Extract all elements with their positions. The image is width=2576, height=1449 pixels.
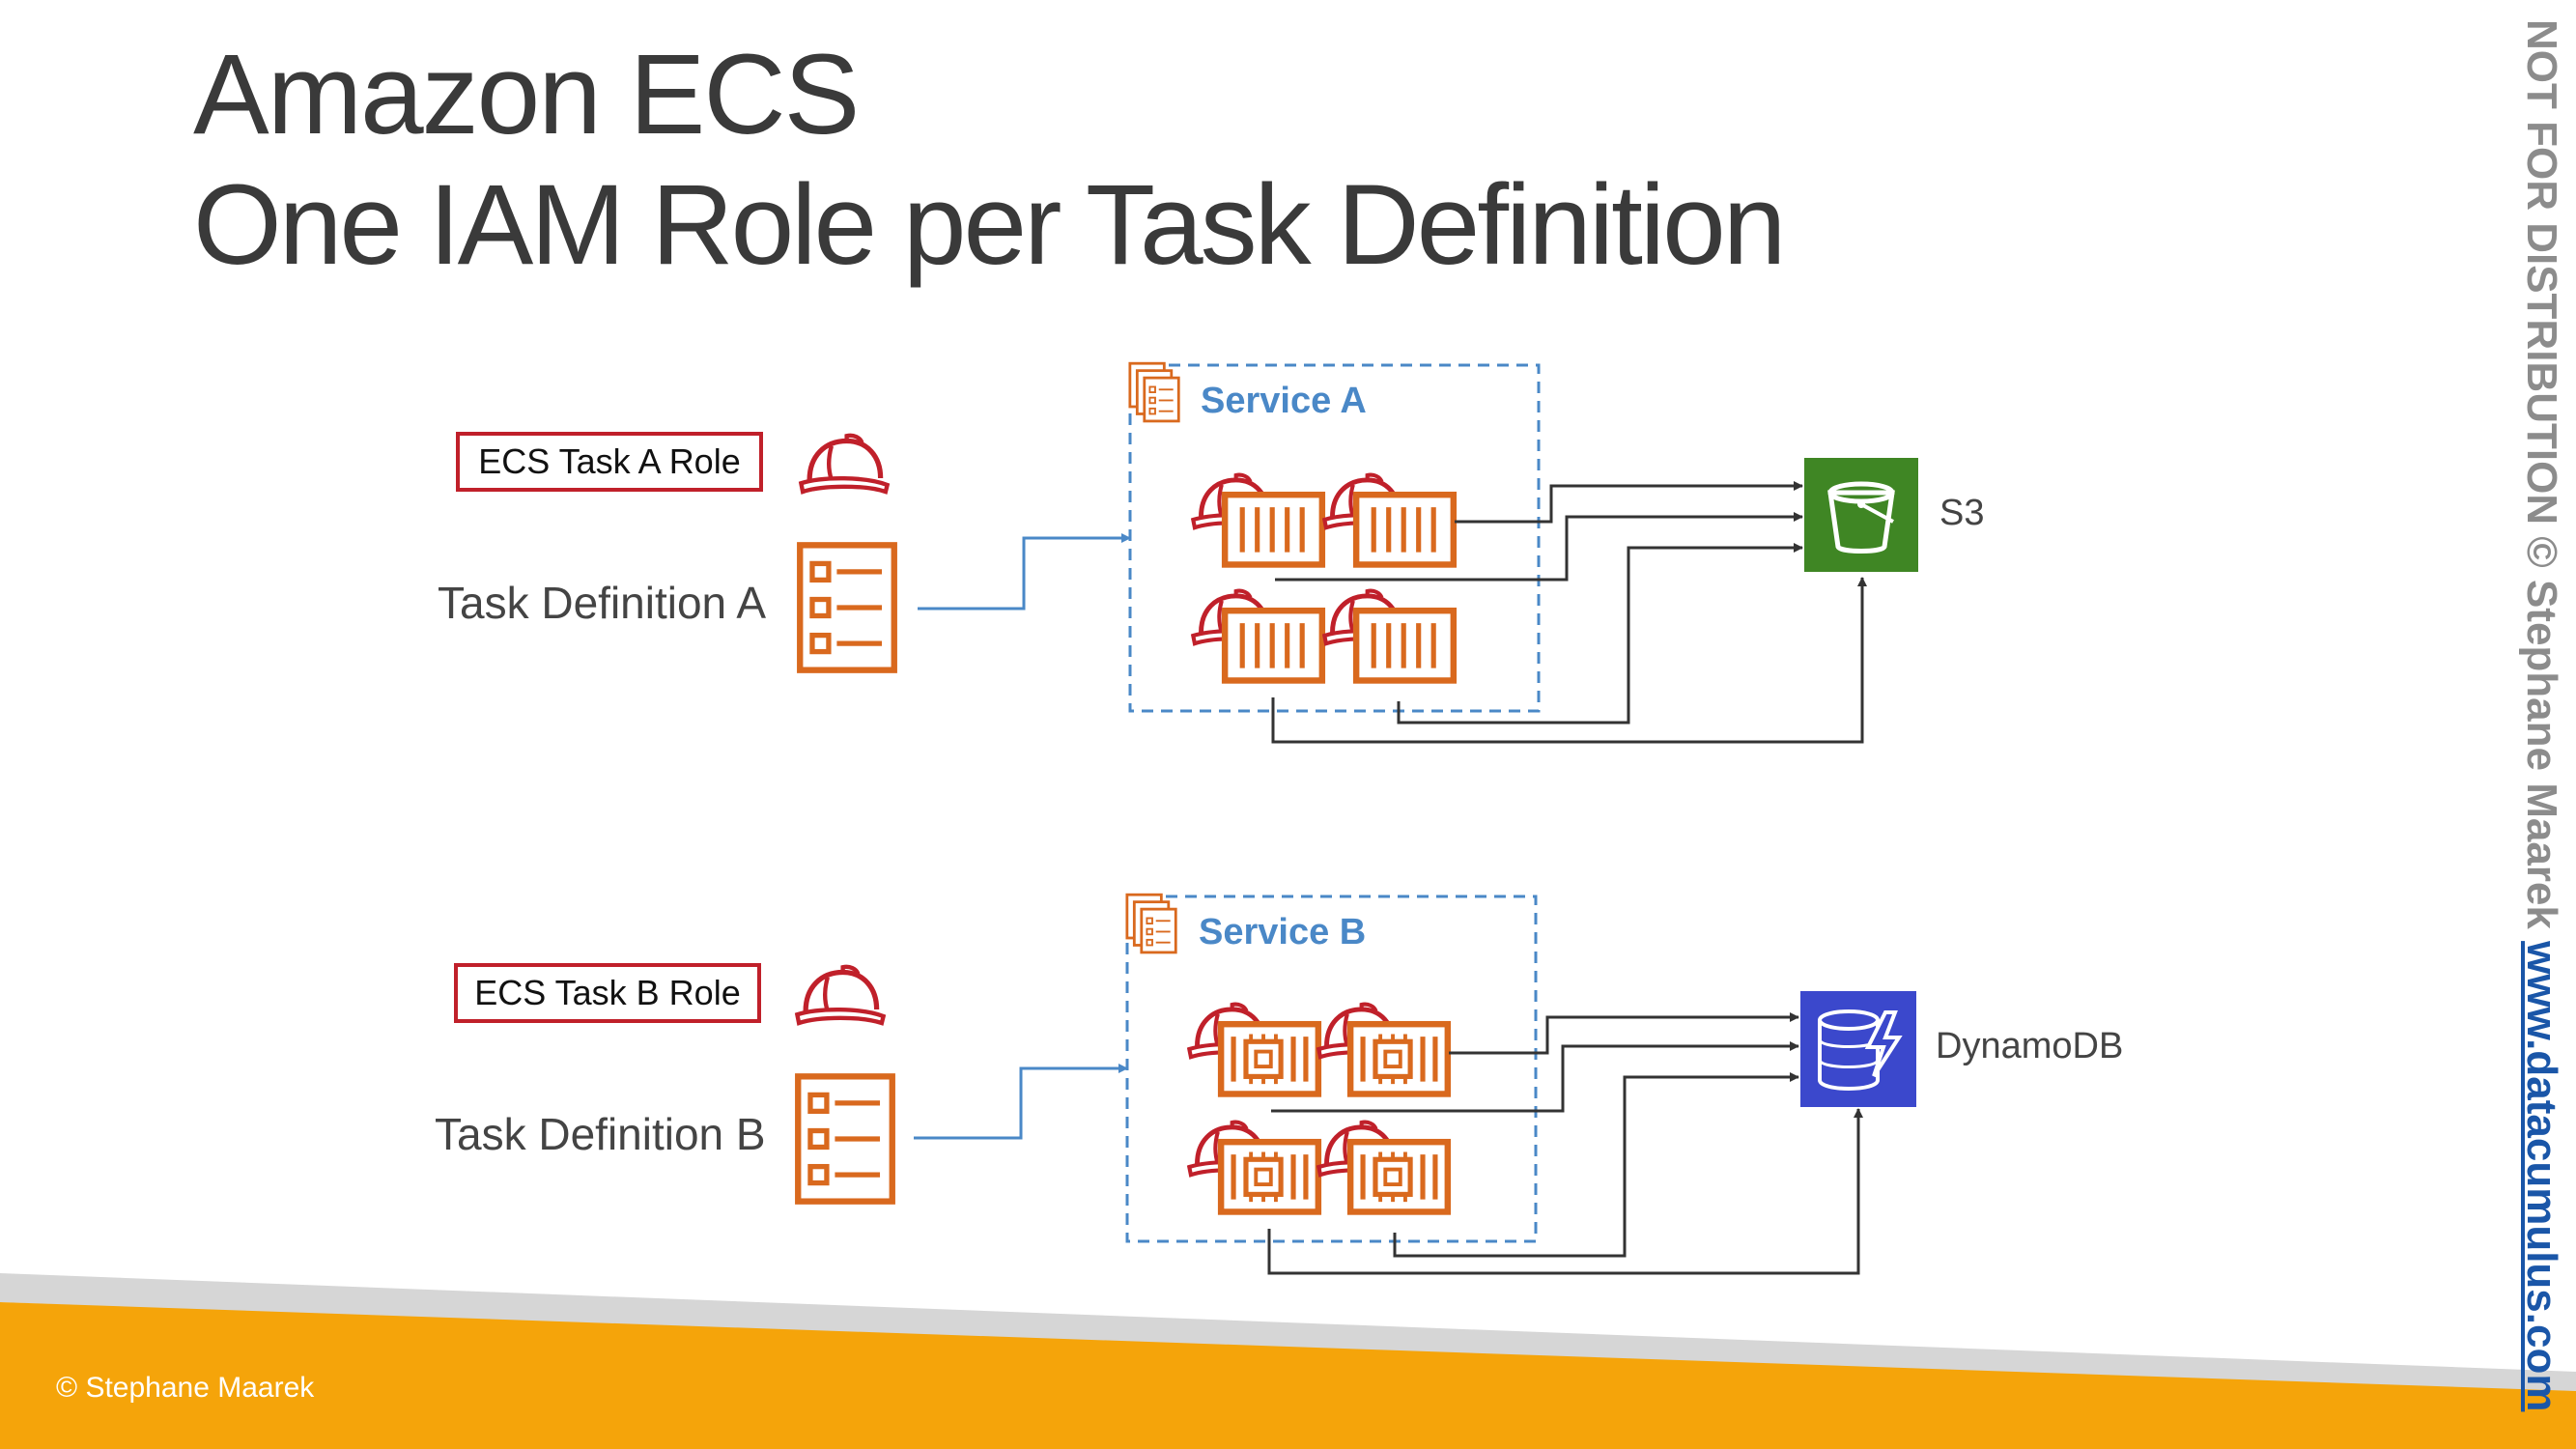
datacumulus-link[interactable]: www.datacumulus.com — [2518, 941, 2565, 1412]
s3-bucket-icon — [1804, 458, 1918, 572]
dynamodb-label: DynamoDB — [1936, 1026, 2124, 1066]
service-a-label: Service A — [1201, 381, 1367, 421]
task-icon-b4 — [1318, 1122, 1448, 1212]
iam-role-hat-icon-b — [797, 967, 883, 1023]
service-b-label: Service B — [1199, 912, 1367, 952]
connector-b1 — [1449, 1012, 1799, 1055]
connector-b3 — [1393, 1072, 1799, 1258]
service-stack-icon-a — [1128, 361, 1180, 423]
connector-a1 — [1455, 481, 1803, 524]
slide-title-line2: One IAM Role per Task Definition — [193, 161, 1786, 289]
task-def-a-to-service-a-arrow — [918, 533, 1131, 611]
role-label-b: ECS Task B Role — [474, 973, 741, 1012]
task-icon-b1 — [1189, 1005, 1318, 1094]
iam-role-hat-icon-a — [801, 436, 887, 492]
task-definition-doc-icon-a — [800, 545, 894, 669]
task-definition-b-label: Task Definition B — [435, 1109, 766, 1159]
ecs-task-b-role-box: ECS Task B Role — [454, 963, 761, 1023]
task-definition-a-label: Task Definition A — [438, 578, 767, 628]
task-definition-doc-icon-b — [798, 1076, 892, 1201]
task-icon-b2 — [1318, 1005, 1448, 1094]
distribution-notice: NOT FOR DISTRIBUTION © Stephane Maarek — [2518, 19, 2565, 942]
service-a-boundary — [1128, 363, 1541, 713]
footer-orange-banner — [0, 1302, 2576, 1449]
task-icon-a3 — [1193, 591, 1322, 681]
task-icon-a1 — [1193, 475, 1322, 565]
role-label-a: ECS Task A Role — [478, 441, 741, 481]
connector-a4 — [1271, 577, 1867, 744]
ecs-task-a-role-box: ECS Task A Role — [456, 432, 763, 492]
task-icon-a2 — [1324, 475, 1454, 565]
dynamodb-icon — [1800, 991, 1916, 1107]
task-def-b-to-service-b-arrow — [914, 1064, 1128, 1140]
side-text: NOT FOR DISTRIBUTION © Stephane Maarek w… — [2517, 19, 2565, 1411]
service-b-boundary — [1125, 895, 1538, 1243]
slide-title-line1: Amazon ECS — [193, 31, 860, 158]
service-stack-icon-b — [1125, 893, 1177, 954]
task-icon-a4 — [1324, 591, 1454, 681]
s3-label: S3 — [1939, 493, 1985, 533]
connector-a3 — [1397, 543, 1803, 724]
side-watermark: NOT FOR DISTRIBUTION © Stephane Maarek w… — [2504, 19, 2571, 1430]
task-icon-b3 — [1189, 1122, 1318, 1212]
connector-b2 — [1271, 1041, 1799, 1113]
footer-copyright: © Stephane Maarek — [56, 1372, 315, 1404]
connector-b4 — [1267, 1108, 1863, 1275]
connector-a2 — [1275, 512, 1803, 582]
